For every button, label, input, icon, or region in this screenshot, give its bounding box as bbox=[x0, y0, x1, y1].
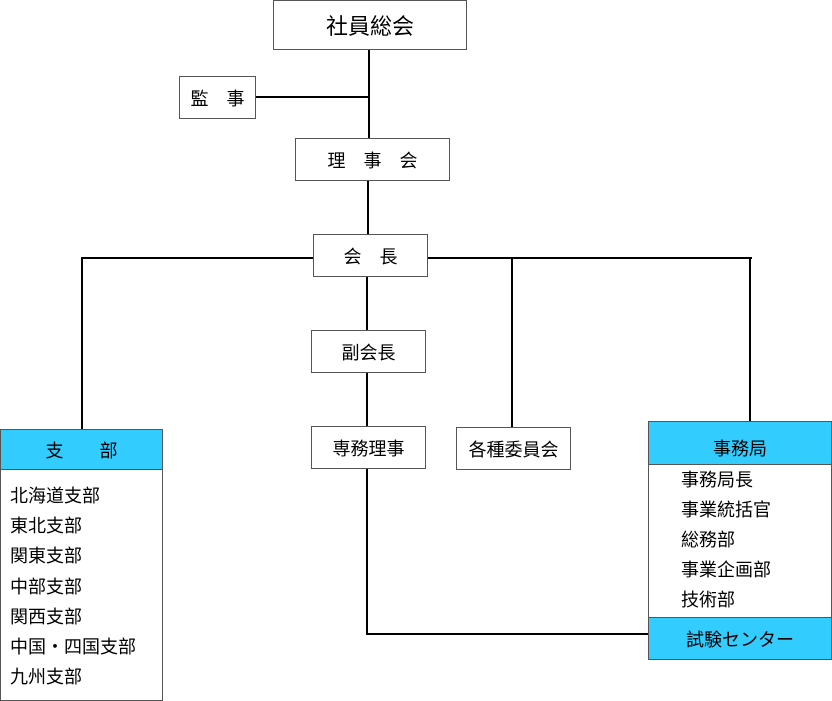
branch-item: 中国・四国支部 bbox=[10, 637, 136, 659]
branch-item: 東北支部 bbox=[10, 516, 82, 538]
node-board-label: 理 事 会 bbox=[327, 150, 418, 172]
secretariat-item: 事務局長 bbox=[681, 470, 753, 491]
connector-board-to-president bbox=[367, 180, 369, 235]
test-center: 試験センター bbox=[648, 617, 832, 660]
node-committees-label: 各種委員会 bbox=[468, 439, 559, 461]
secretariat-title: 事務局 bbox=[713, 439, 767, 460]
secretariat-item: 総務部 bbox=[681, 530, 735, 551]
node-executive-director: 専務理事 bbox=[311, 426, 426, 469]
connector-president-to-vice bbox=[366, 276, 368, 331]
branches-list: 北海道支部 東北支部 関東支部 中部支部 関西支部 中国・四国支部 九州支部 bbox=[10, 482, 136, 693]
node-executive-director-label: 専務理事 bbox=[332, 438, 405, 460]
node-committees: 各種委員会 bbox=[456, 427, 571, 470]
node-vice-president-label: 副会長 bbox=[341, 342, 396, 364]
secretariat-list-box bbox=[648, 464, 832, 618]
node-general-meeting-label: 社員総会 bbox=[325, 15, 414, 40]
secretariat-item: 事業企画部 bbox=[681, 560, 771, 581]
node-president: 会 長 bbox=[313, 234, 428, 277]
branch-item: 関東支部 bbox=[10, 546, 82, 568]
connector-auditor bbox=[254, 96, 370, 98]
node-president-label: 会 長 bbox=[343, 246, 398, 268]
node-auditor: 監 事 bbox=[179, 76, 256, 119]
branches-title: 支 部 bbox=[45, 440, 118, 462]
branch-item: 九州支部 bbox=[10, 667, 82, 689]
secretariat-item: 事業統括官 bbox=[681, 500, 771, 521]
connector-president-to-branches-v bbox=[81, 257, 83, 430]
branches-header: 支 部 bbox=[0, 429, 163, 470]
secretariat-list: 事務局長 事業統括官 総務部 事業企画部 技術部 bbox=[681, 466, 771, 616]
connector-general-to-board bbox=[368, 49, 370, 139]
branch-item: 関西支部 bbox=[10, 606, 82, 628]
connector-vice-to-executive bbox=[366, 372, 368, 427]
connector-executive-down bbox=[366, 468, 368, 635]
secretariat-header: 事務局 bbox=[648, 421, 832, 465]
branch-item: 北海道支部 bbox=[10, 486, 100, 507]
connector-executive-to-test-center bbox=[366, 633, 649, 635]
node-vice-president: 副会長 bbox=[311, 330, 426, 373]
node-general-meeting: 社員総会 bbox=[273, 0, 467, 50]
node-board: 理 事 会 bbox=[295, 138, 450, 181]
test-center-label: 試験センター bbox=[686, 629, 794, 651]
connector-president-to-secretariat-h bbox=[427, 257, 752, 259]
branch-item: 中部支部 bbox=[10, 576, 82, 598]
node-auditor-label: 監 事 bbox=[190, 88, 245, 110]
branches-list-box bbox=[0, 469, 163, 701]
connector-president-to-branches-h bbox=[81, 257, 314, 259]
connector-to-secretariat bbox=[749, 257, 751, 422]
secretariat-item: 技術部 bbox=[681, 590, 735, 611]
connector-to-committees bbox=[511, 257, 513, 428]
